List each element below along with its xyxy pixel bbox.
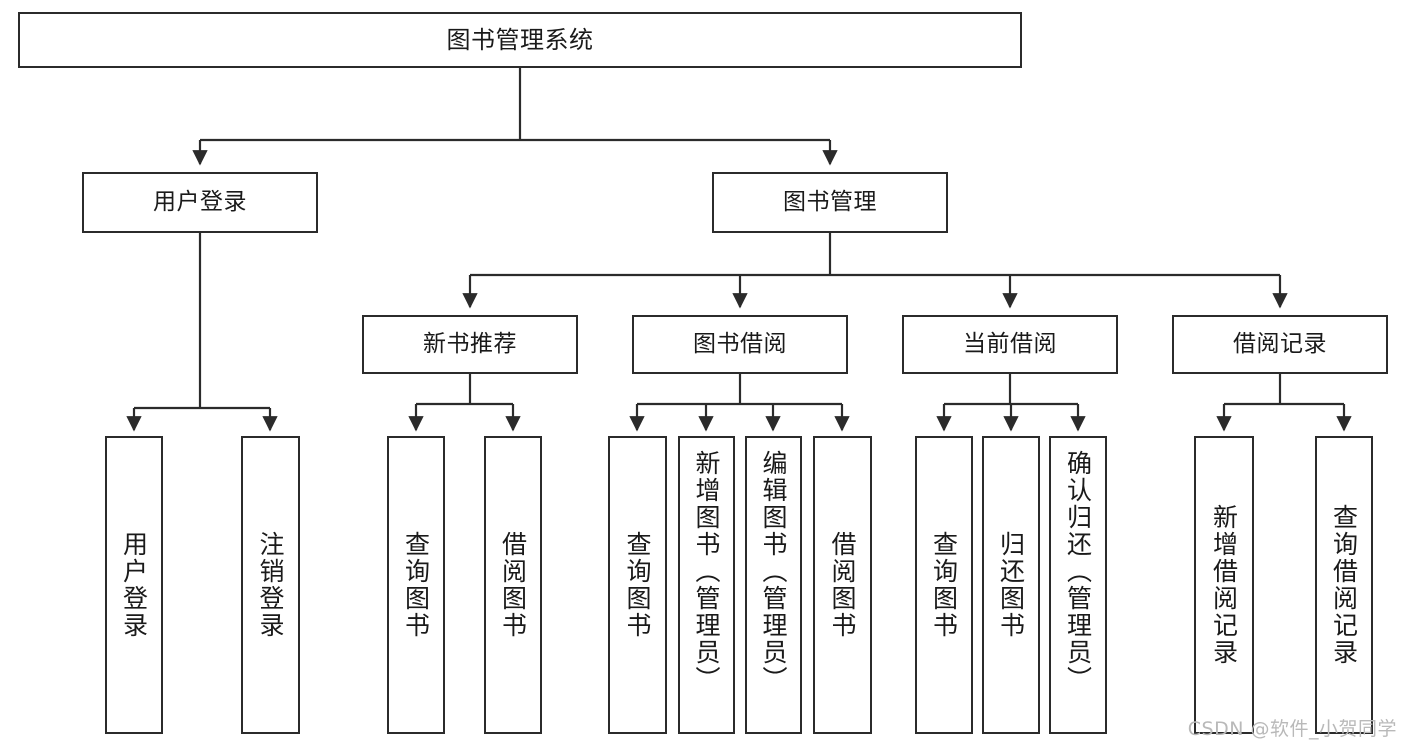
leaf-logout-label: 注销登录 (256, 531, 285, 639)
leaf-query-book-recommend[interactable]: 查询图书 (387, 436, 445, 734)
leaf-add-book-admin[interactable]: 新增图书（管理员） (678, 436, 735, 734)
node-book-borrow-label: 图书借阅 (693, 330, 787, 357)
node-new-book-recommend-label: 新书推荐 (423, 330, 517, 357)
node-root[interactable]: 图书管理系统 (18, 12, 1022, 68)
leaf-return-book-label: 归还图书 (996, 531, 1026, 639)
node-user-login[interactable]: 用户登录 (82, 172, 318, 233)
node-book-management[interactable]: 图书管理 (712, 172, 948, 233)
node-root-label: 图书管理系统 (446, 25, 594, 54)
leaf-add-borrow-record-label: 新增借阅记录 (1209, 504, 1239, 666)
leaf-confirm-return-admin[interactable]: 确认归还（管理员） (1049, 436, 1107, 734)
leaf-query-book-borrow[interactable]: 查询图书 (608, 436, 667, 734)
leaf-query-book-recommend-label: 查询图书 (401, 531, 431, 639)
leaf-edit-book-admin[interactable]: 编辑图书（管理员） (745, 436, 802, 734)
leaf-add-book-admin-label: 新增图书（管理员） (692, 450, 721, 693)
leaf-borrow-book-recommend[interactable]: 借阅图书 (484, 436, 542, 734)
node-book-management-label: 图书管理 (783, 188, 877, 215)
watermark-text: CSDN @软件_小贺同学 (1187, 718, 1397, 740)
node-current-borrow[interactable]: 当前借阅 (902, 315, 1118, 374)
leaf-logout[interactable]: 注销登录 (241, 436, 300, 734)
leaf-borrow-book-recommend-label: 借阅图书 (498, 531, 528, 639)
leaf-borrow-book[interactable]: 借阅图书 (813, 436, 872, 734)
node-book-borrow[interactable]: 图书借阅 (632, 315, 848, 374)
leaf-query-book-current-label: 查询图书 (929, 531, 959, 639)
leaf-user-login-label: 用户登录 (119, 531, 149, 639)
leaf-query-borrow-record-label: 查询借阅记录 (1329, 504, 1359, 666)
node-borrow-record[interactable]: 借阅记录 (1172, 315, 1388, 374)
node-user-login-label: 用户登录 (153, 188, 247, 215)
leaf-confirm-return-admin-label: 确认归还（管理员） (1063, 450, 1093, 693)
leaf-query-borrow-record[interactable]: 查询借阅记录 (1315, 436, 1373, 734)
leaf-query-book-borrow-label: 查询图书 (623, 531, 652, 639)
leaf-borrow-book-label: 借阅图书 (828, 531, 857, 639)
node-current-borrow-label: 当前借阅 (963, 330, 1057, 357)
node-borrow-record-label: 借阅记录 (1233, 330, 1327, 357)
leaf-edit-book-admin-label: 编辑图书（管理员） (759, 450, 788, 693)
leaf-user-login[interactable]: 用户登录 (105, 436, 163, 734)
leaf-return-book[interactable]: 归还图书 (982, 436, 1040, 734)
node-new-book-recommend[interactable]: 新书推荐 (362, 315, 578, 374)
leaf-add-borrow-record[interactable]: 新增借阅记录 (1194, 436, 1254, 734)
leaf-query-book-current[interactable]: 查询图书 (915, 436, 973, 734)
